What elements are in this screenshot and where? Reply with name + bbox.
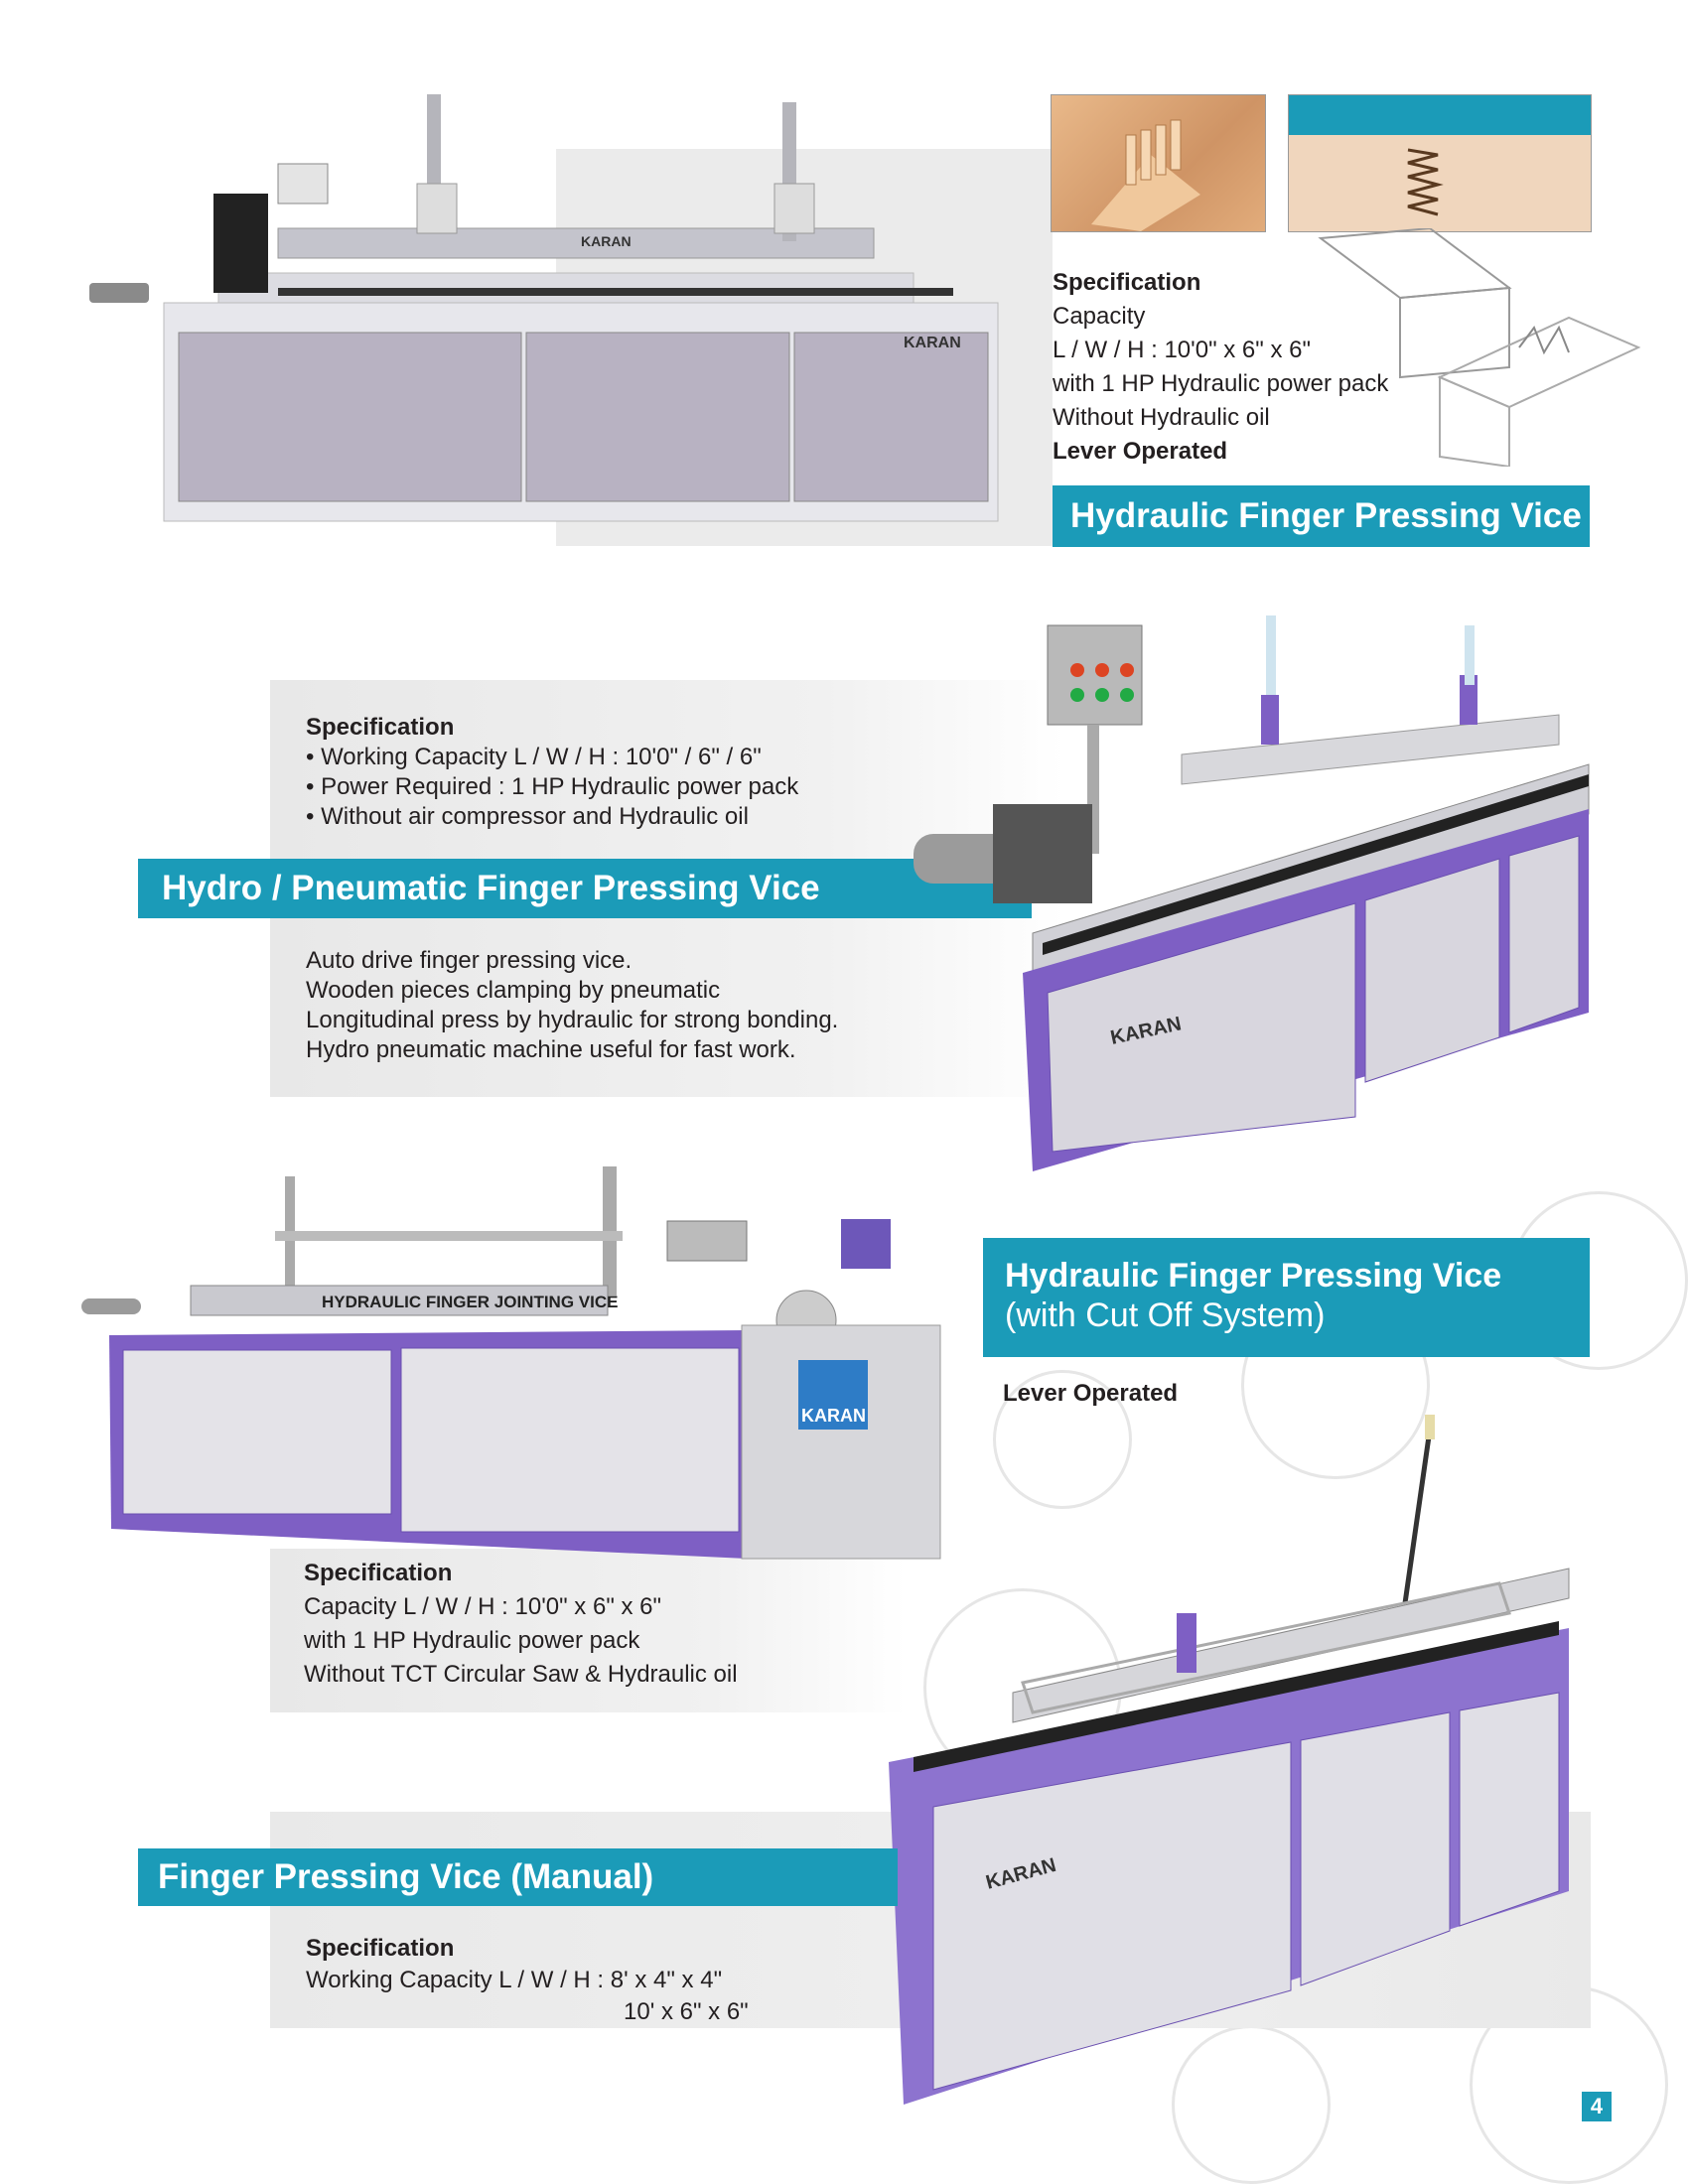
- finger-joint-sketch-image: [1318, 228, 1641, 467]
- page-number: 4: [1582, 2092, 1612, 2121]
- manual-finger-vice-machine-image: KARAN: [889, 1415, 1570, 2105]
- finger-joint-closeup-photo: [1288, 94, 1592, 232]
- svg-text:KARAN: KARAN: [904, 335, 961, 351]
- spec-heading: Specification: [1053, 269, 1201, 296]
- spec-line: Capacity: [1053, 303, 1146, 330]
- spec-line: L / W / H : 10'0" x 6" x 6": [1053, 337, 1312, 363]
- section3-title-line1: Hydraulic Finger Pressing Vice: [1005, 1257, 1502, 1295]
- section1-spec: Specification Capacity L / W / H : 10'0"…: [1053, 266, 1388, 469]
- description-line: Auto drive finger pressing vice.: [306, 947, 633, 974]
- spec-line: Capacity L / W / H : 10'0" x 6" x 6": [304, 1593, 662, 1620]
- hydraulic-cutoff-vice-machine-image: HYDRAULIC FINGER JOINTING VICE KARAN: [81, 1166, 941, 1560]
- spec-line: with 1 HP Hydraulic power pack: [1053, 370, 1389, 397]
- description-line: Wooden pieces clamping by pneumatic: [306, 977, 721, 1004]
- spec-bold-line: Lever Operated: [1053, 438, 1228, 465]
- section4-title: Finger Pressing Vice (Manual): [158, 1857, 654, 1896]
- spec-heading: Specification: [306, 1935, 455, 1962]
- section2-description: Auto drive finger pressing vice. Wooden …: [306, 946, 838, 1065]
- description-line: Longitudinal press by hydraulic for stro…: [306, 1007, 839, 1033]
- section2-title: Hydro / Pneumatic Finger Pressing Vice: [162, 869, 820, 907]
- hydro-pneumatic-vice-machine-image: KARAN: [914, 615, 1590, 1171]
- svg-text:KARAN: KARAN: [581, 233, 632, 249]
- section4-title-banner: Finger Pressing Vice (Manual): [138, 1848, 898, 1906]
- spec-line: Working Capacity L / W / H : 8' x 4" x 4…: [306, 1967, 723, 1993]
- section1-title-banner: Hydraulic Finger Pressing Vice: [1053, 485, 1590, 547]
- hydraulic-vice-machine-image: KARAN KARAN: [89, 94, 999, 522]
- spec-line: 10' x 6" x 6": [624, 1998, 749, 2025]
- section3-spec: Specification Capacity L / W / H : 10'0"…: [304, 1557, 738, 1692]
- section2-title-banner: Hydro / Pneumatic Finger Pressing Vice: [138, 859, 1032, 918]
- spec-bullet: Working Capacity L / W / H : 10'0" / 6" …: [306, 743, 798, 772]
- svg-text:HYDRAULIC FINGER JOINTING VICE: HYDRAULIC FINGER JOINTING VICE: [322, 1293, 618, 1311]
- spec-heading: Specification: [306, 714, 455, 741]
- finger-joint-photo: [1051, 94, 1266, 232]
- spec-bold-line: Lever Operated: [1003, 1380, 1179, 1407]
- spec-bullet: Without air compressor and Hydraulic oil: [306, 802, 798, 832]
- section3-title-line2: (with Cut Off System): [1005, 1297, 1326, 1334]
- section3-title-banner: Hydraulic Finger Pressing Vice (with Cut…: [983, 1238, 1590, 1357]
- section4-spec: Specification Working Capacity L / W / H…: [306, 1933, 749, 2028]
- spec-line: with 1 HP Hydraulic power pack: [304, 1627, 640, 1654]
- spec-heading: Specification: [304, 1560, 453, 1586]
- section1-title: Hydraulic Finger Pressing Vice: [1070, 496, 1582, 535]
- spec-line: Without Hydraulic oil: [1053, 404, 1270, 431]
- section2-spec: Specification Working Capacity L / W / H…: [306, 713, 798, 832]
- spec-bullet: Power Required : 1 HP Hydraulic power pa…: [306, 772, 798, 802]
- section3-backdrop: [270, 1549, 906, 1712]
- gear-decoration-icon: [993, 1370, 1132, 1509]
- description-line: Hydro pneumatic machine useful for fast …: [306, 1036, 796, 1063]
- svg-text:KARAN: KARAN: [801, 1406, 866, 1426]
- section4-operation: Lever Operated: [1003, 1377, 1178, 1411]
- spec-line: Without TCT Circular Saw & Hydraulic oil: [304, 1661, 738, 1688]
